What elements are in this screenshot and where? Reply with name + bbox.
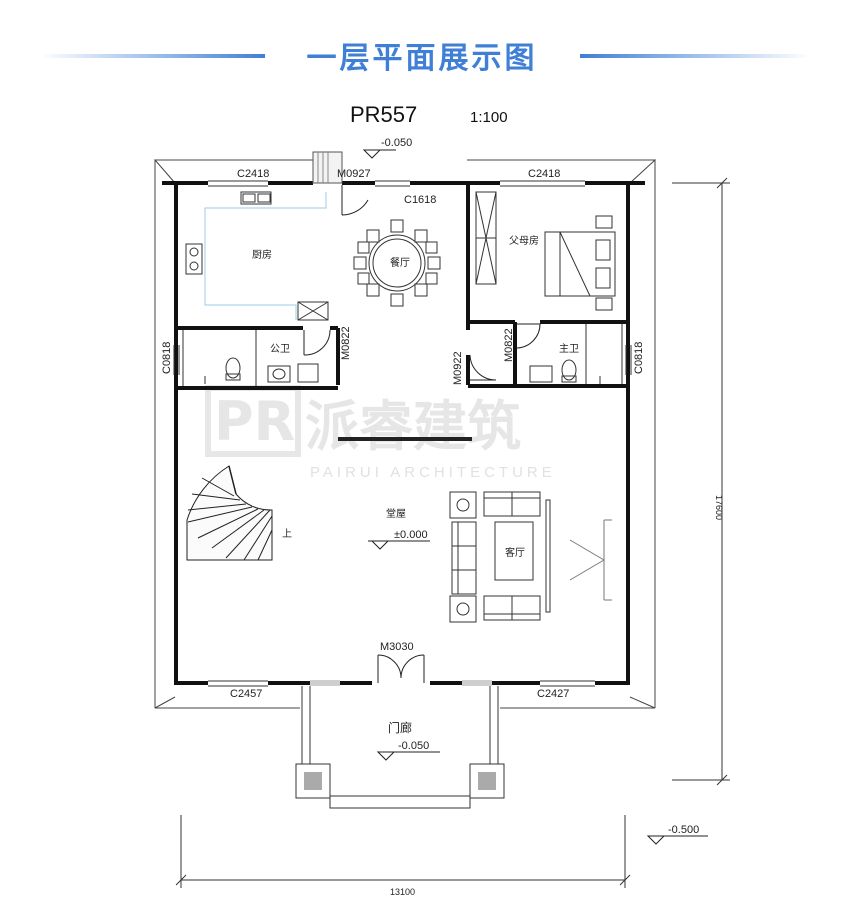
kitchen-counter [204, 192, 327, 320]
dining-table [353, 219, 441, 307]
window-label-left-side: C0818 [161, 342, 173, 374]
dimension-total-width: 13100 [390, 887, 415, 897]
living-sofa-set [449, 491, 551, 623]
interior-walls [176, 183, 628, 390]
kitchen-fixtures [185, 191, 329, 321]
dimension-total-depth: 17600 [714, 495, 724, 520]
window-label-bottom-left: C2457 [230, 688, 262, 700]
room-porch: 门廊 [388, 720, 412, 735]
watermark-brand: 派睿建筑 [305, 395, 521, 458]
doors [303, 151, 541, 683]
watermark-brand-en: PAIRUI ARCHITECTURE [310, 464, 556, 481]
dimension-lines [175, 177, 730, 888]
page-title: 一层平面展示图 [307, 41, 538, 76]
windows [173, 180, 632, 687]
window-label-bottom-right: C2427 [537, 688, 569, 700]
watermark-logo: PR [214, 390, 295, 453]
tv-wall [569, 519, 612, 601]
hall-partition [338, 437, 472, 441]
interior-thin-walls [182, 324, 623, 386]
window-label-dining: C1618 [404, 194, 436, 206]
bed [544, 231, 616, 297]
door-label-master-bath: M0822 [503, 328, 515, 362]
title-line-left [40, 54, 265, 58]
exterior-walls [162, 181, 645, 685]
porch [295, 686, 505, 809]
window-sills [310, 680, 492, 686]
room-living: 客厅 [505, 546, 525, 559]
stair-up-label: 上 [282, 528, 292, 540]
room-parents-bedroom: 父母房 [509, 234, 539, 247]
coffee-table [494, 521, 534, 581]
spiral-stair [186, 465, 273, 561]
room-hall: 堂屋 [386, 508, 406, 520]
room-public-bath: 公卫 [270, 344, 290, 355]
level-markers [362, 149, 708, 845]
level-main-floor: ±0.000 [394, 529, 428, 541]
plinth-outline [153, 159, 657, 709]
window-label-top-left: C2418 [237, 168, 269, 180]
bath-fixtures [204, 357, 601, 384]
watermark: PR 派睿建筑 PAIRUI ARCHITECTURE [205, 385, 556, 481]
room-master-bath: 主卫 [559, 343, 579, 355]
room-dining: 餐厅 [390, 256, 410, 269]
level-porch: -0.050 [398, 740, 429, 752]
door-label-main: M3030 [380, 641, 414, 653]
plan-scale: 1:100 [470, 109, 508, 126]
level-entry-top: -0.050 [381, 137, 412, 149]
door-label-top: M0927 [337, 168, 371, 180]
window-label-top-right: C2418 [528, 168, 560, 180]
door-label-corridor: M0922 [452, 351, 464, 385]
door-label-public-bath: M0822 [340, 326, 352, 360]
room-kitchen: 厨房 [252, 248, 272, 261]
title-line-right [580, 54, 810, 58]
window-label-right-side: C0818 [633, 342, 645, 374]
plan-code: PR557 [350, 102, 417, 127]
level-ground: -0.500 [668, 824, 699, 836]
bedroom-furniture [475, 191, 616, 311]
